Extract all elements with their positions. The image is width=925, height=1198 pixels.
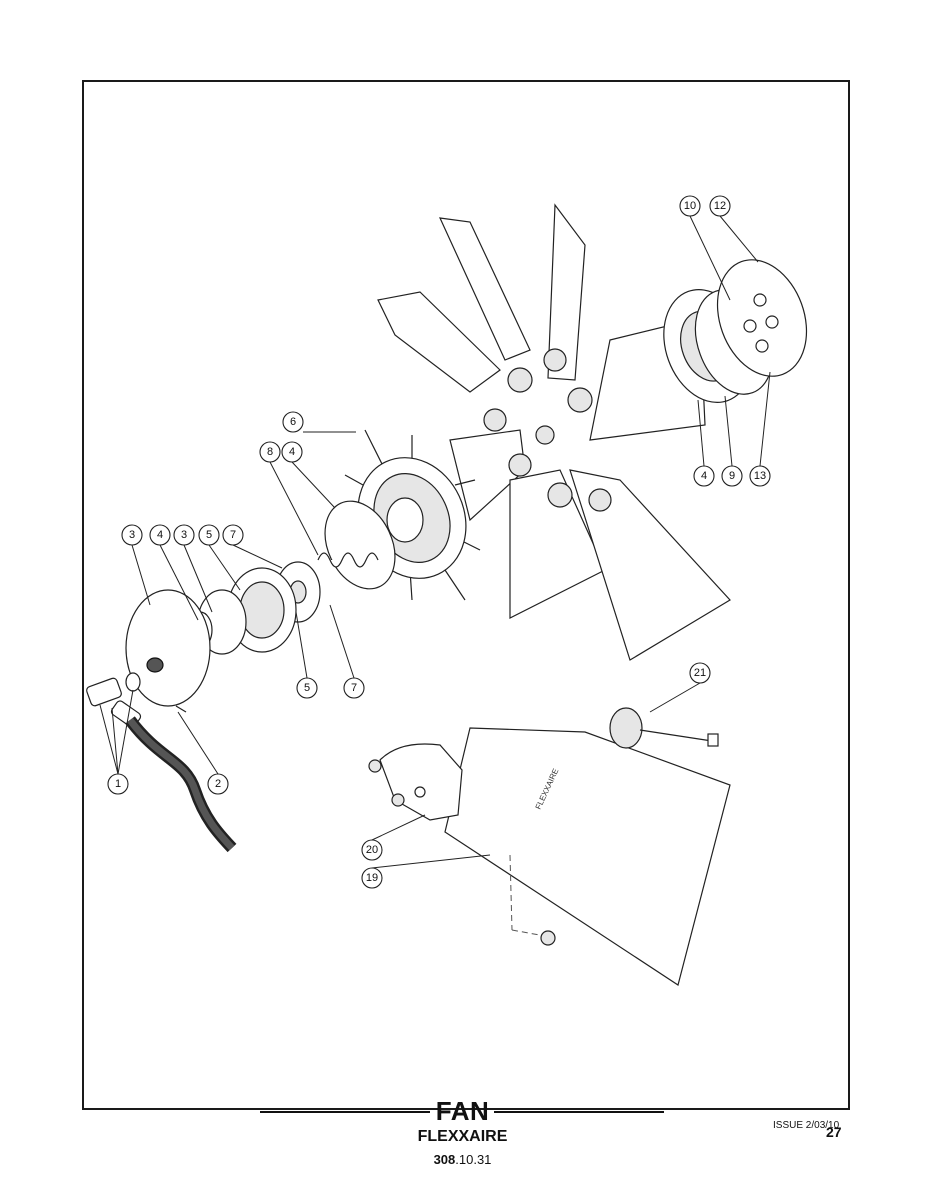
blade-root xyxy=(483,408,507,432)
elbow-fitting xyxy=(86,677,122,707)
fan-blades-assembly xyxy=(377,203,731,661)
fan-blade xyxy=(377,291,501,393)
svg-text:4: 4 xyxy=(701,470,707,482)
o-ring-small xyxy=(125,672,141,692)
callout-6: 6 xyxy=(282,411,304,433)
blade-root xyxy=(507,367,533,393)
svg-text:4: 4 xyxy=(289,446,295,458)
cover-plate xyxy=(716,259,808,377)
callout-19: 19 xyxy=(361,867,383,889)
issue-date: ISSUE 2/03/10 xyxy=(773,1120,840,1131)
blade-root xyxy=(508,453,532,477)
blade-root xyxy=(547,482,573,508)
blade-clamp xyxy=(379,743,463,821)
footer-rule-right xyxy=(494,1111,664,1113)
callout-7: 7 xyxy=(222,524,244,546)
rear-housing-assembly xyxy=(86,567,297,853)
drawing-frame xyxy=(82,80,850,1110)
svg-text:8: 8 xyxy=(267,446,273,458)
svg-text:5: 5 xyxy=(304,682,310,694)
svg-text:3: 3 xyxy=(181,529,187,541)
svg-text:1: 1 xyxy=(115,778,121,790)
blade-root xyxy=(588,488,612,512)
hub-housing xyxy=(324,429,481,601)
svg-text:5: 5 xyxy=(206,529,212,541)
callout-13: 13 xyxy=(749,465,771,487)
callout-5: 5 xyxy=(198,524,220,546)
svg-text:13: 13 xyxy=(754,470,766,482)
blade xyxy=(444,727,731,986)
callout-21: 21 xyxy=(689,662,711,684)
blade-root xyxy=(543,348,567,372)
fan-blade xyxy=(547,203,586,381)
front-cover-assembly xyxy=(663,259,808,403)
footer-rule-left xyxy=(260,1111,430,1113)
svg-text:3: 3 xyxy=(129,529,135,541)
o-ring xyxy=(324,500,396,590)
svg-text:21: 21 xyxy=(694,667,706,679)
footer-title: FAN xyxy=(435,1096,490,1126)
callout-2: 2 xyxy=(207,773,229,795)
callout-4c: 4 xyxy=(693,465,715,487)
callout-4b: 4 xyxy=(281,441,303,463)
svg-text:10: 10 xyxy=(684,200,696,212)
svg-text:9: 9 xyxy=(729,470,735,482)
blade-root xyxy=(567,387,593,413)
callout-9: 9 xyxy=(721,465,743,487)
fan-blade xyxy=(569,469,731,661)
rear-cover xyxy=(125,589,211,707)
svg-text:20: 20 xyxy=(366,844,378,856)
callout-3: 3 xyxy=(121,524,143,546)
svg-text:6: 6 xyxy=(290,416,296,428)
svg-text:7: 7 xyxy=(230,529,236,541)
spring xyxy=(317,552,379,568)
hub-piston xyxy=(386,497,424,543)
blade-root xyxy=(535,425,555,445)
svg-text:2: 2 xyxy=(215,778,221,790)
callout-8: 8 xyxy=(259,441,281,463)
leader-lines xyxy=(99,215,771,869)
callout-10: 10 xyxy=(679,195,701,217)
nut xyxy=(540,930,556,946)
fan-blade xyxy=(439,217,531,361)
callout-7b: 7 xyxy=(343,677,365,699)
callout-12: 12 xyxy=(709,195,731,217)
callout-1: 1 xyxy=(107,773,129,795)
bolt xyxy=(175,705,187,713)
svg-text:12: 12 xyxy=(714,200,726,212)
svg-text:7: 7 xyxy=(351,682,357,694)
page-number: 27 xyxy=(826,1124,842,1140)
blade-detail: FLEXXAIRE xyxy=(368,727,731,986)
svg-text:4: 4 xyxy=(157,529,163,541)
svg-text:19: 19 xyxy=(366,872,378,884)
callout-4: 4 xyxy=(149,524,171,546)
callout-5b: 5 xyxy=(296,677,318,699)
item-callouts: 1 2 3 4 3 5 7 8 4 6 5 7 10 12 4 9 13 21 … xyxy=(107,195,771,889)
callout-3b: 3 xyxy=(173,524,195,546)
callout-20: 20 xyxy=(361,839,383,861)
rubber-mount xyxy=(609,707,719,749)
footer-code: 308.10.31 xyxy=(433,1152,492,1167)
footer-subtitle: FLEXXAIRE xyxy=(417,1128,508,1145)
